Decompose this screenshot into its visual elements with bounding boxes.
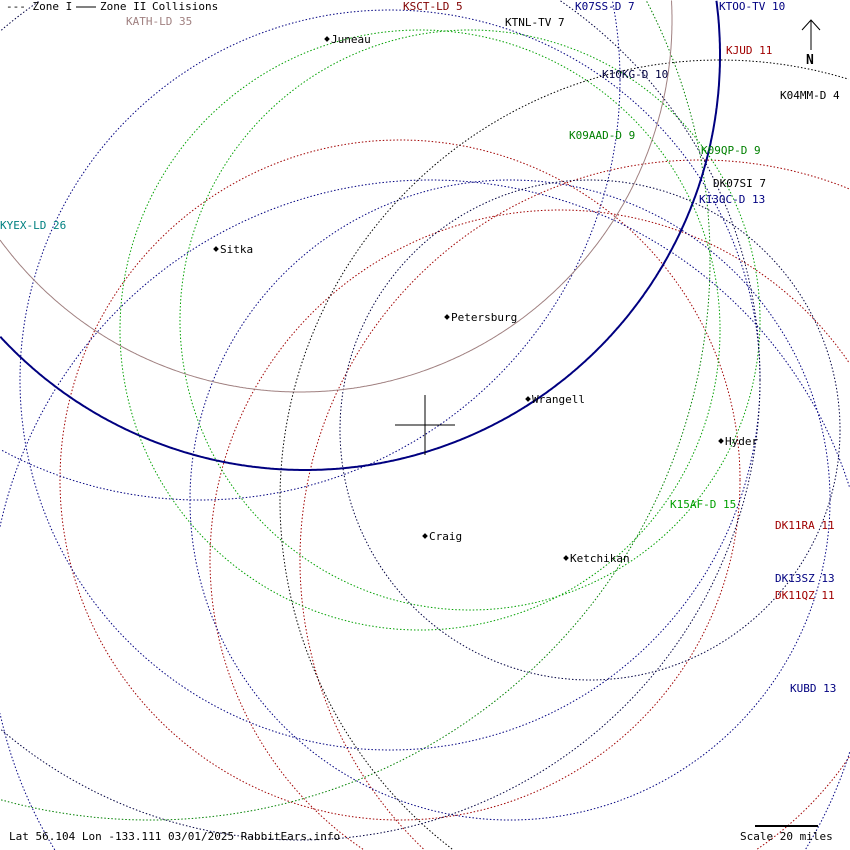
contour-ring <box>0 1 711 821</box>
north-arrow-icon <box>801 19 821 50</box>
station-label[interactable]: K15AF-D 15 <box>670 498 737 511</box>
contour-ring <box>209 209 850 850</box>
city-wrangell: Wrangell <box>532 393 585 406</box>
north-label: N <box>806 53 814 68</box>
city-petersburg: Petersburg <box>451 311 518 324</box>
city-craig: Craig <box>429 530 463 543</box>
station-label[interactable]: DK11QZ 11 <box>775 589 835 602</box>
city-ketchikan: Ketchikan <box>570 552 630 565</box>
station-label[interactable]: KTNL-TV 7 <box>505 16 565 29</box>
station-label[interactable]: K13OC-D 13 <box>699 193 766 206</box>
legend-collisions: Collisions <box>152 0 219 13</box>
station-label[interactable]: DK11RA 11 <box>775 519 835 532</box>
footer-coords: Lat 56.104 Lon -133.111 03/01/2025 Rabbi… <box>9 830 341 843</box>
station-label[interactable]: K04MM-D 4 <box>780 89 840 102</box>
contour-ring <box>0 0 761 841</box>
contour-ring <box>279 59 849 850</box>
legend-zone2: Zone II <box>100 0 147 13</box>
station-label[interactable]: K07SS-D 7 <box>575 0 635 13</box>
station-label[interactable]: KUBD 13 <box>790 682 837 695</box>
contour-ring <box>339 179 841 681</box>
ktoo-zone2-contour <box>0 0 721 471</box>
city-hyder: Hyder <box>725 435 759 448</box>
legend-zone1: --- Zone I <box>6 0 73 13</box>
station-label[interactable]: KTOO-TV 10 <box>719 0 786 13</box>
contour-ring <box>0 1 621 501</box>
contour-ring <box>0 179 850 850</box>
station-label[interactable]: K09AAD-D 9 <box>569 129 636 142</box>
station-label[interactable]: DK07SI 7 <box>713 177 766 190</box>
kath-contour <box>0 0 673 393</box>
station-label[interactable]: KATH-LD 35 <box>126 15 193 28</box>
contour-ring <box>59 139 741 821</box>
city-juneau: Juneau <box>331 33 371 46</box>
station-label[interactable]: DK13SZ 13 <box>775 572 835 585</box>
contour-ring <box>19 9 761 751</box>
contour-ring <box>299 159 850 850</box>
station-label[interactable]: KSCT-LD 5 <box>403 0 463 13</box>
contour-ring <box>119 29 721 631</box>
station-label[interactable]: KJUD 11 <box>726 44 773 57</box>
scale-label: Scale 20 miles <box>740 830 833 843</box>
station-label[interactable]: K10KG-D 10 <box>602 68 669 81</box>
city-sitka: Sitka <box>220 243 254 256</box>
crosshair <box>395 395 455 455</box>
contour-ring <box>179 29 761 611</box>
station-label[interactable]: KYEX-LD 26 <box>0 219 67 232</box>
station-label[interactable]: K09QP-D 9 <box>701 144 761 157</box>
